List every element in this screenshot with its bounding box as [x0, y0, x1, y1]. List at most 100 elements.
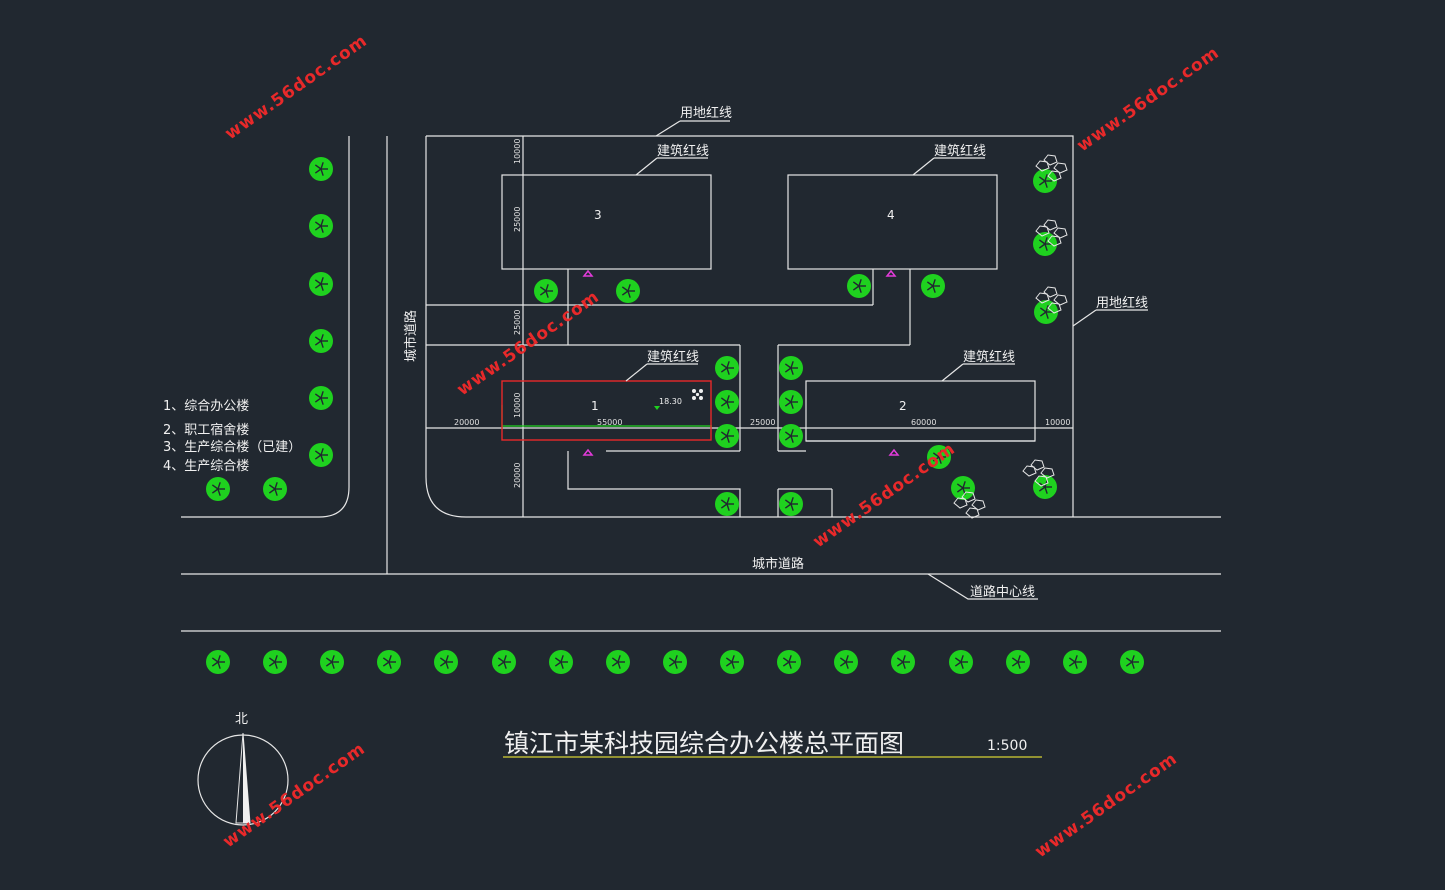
- tree-icon: [1006, 650, 1030, 674]
- tree-icon: [206, 477, 230, 501]
- dimension-texts: 10000 25000 25000 10000 20000 20000 5500…: [454, 139, 1070, 488]
- svg-text:25000: 25000: [513, 310, 522, 335]
- tree-icon: [377, 650, 401, 674]
- svg-text:建筑红线: 建筑红线: [934, 143, 986, 159]
- rock-shrubs: [953, 154, 1068, 519]
- svg-text:建筑红线: 建筑红线: [657, 143, 709, 159]
- svg-text:用地红线: 用地红线: [680, 105, 732, 121]
- legend-item-2: 2、职工宿舍楼: [163, 422, 249, 438]
- tree-icon: [309, 443, 333, 467]
- drawing-title: 镇江市某科技园综合办公楼总平面图: [504, 729, 904, 758]
- svg-text:25000: 25000: [513, 207, 522, 232]
- north-arrow-icon: 北: [197, 712, 289, 826]
- legend-item-3: 3、生产综合楼（已建）: [163, 440, 301, 455]
- tree-icon: [309, 329, 333, 353]
- trees: [206, 157, 1144, 674]
- tree-icon: [921, 274, 945, 298]
- tree-icon: [1033, 169, 1057, 193]
- tree-icon: [779, 424, 803, 448]
- legend-item-1: 1、综合办公楼: [163, 399, 249, 414]
- building-2-label: 2: [899, 399, 907, 413]
- tree-icon: [492, 650, 516, 674]
- svg-text:10000: 10000: [1045, 418, 1070, 427]
- watermark-text: www.56doc.com: [453, 287, 603, 400]
- rock-icon: [953, 491, 986, 519]
- tree-icon: [1120, 650, 1144, 674]
- tree-icon: [434, 650, 458, 674]
- road-lines: [181, 136, 1221, 632]
- building-red-line-label-2: 建筑红线: [941, 349, 1015, 382]
- tree-icon: [779, 390, 803, 414]
- tree-icon: [949, 650, 973, 674]
- svg-text:建筑红线: 建筑红线: [963, 349, 1015, 365]
- tree-icon: [663, 650, 687, 674]
- svg-text:建筑红线: 建筑红线: [647, 349, 699, 365]
- tree-icon: [320, 650, 344, 674]
- building-red-line-label-4: 建筑红线: [912, 143, 986, 176]
- tree-icon: [263, 477, 287, 501]
- tree-icon: [715, 356, 739, 380]
- tree-icon: [1033, 232, 1057, 256]
- north-label: 北: [235, 712, 248, 727]
- svg-text:20000: 20000: [454, 418, 479, 427]
- elevation-marker: [654, 406, 660, 410]
- tree-icon: [777, 650, 801, 674]
- road-center-line-label: 道路中心线: [970, 584, 1035, 600]
- svg-text:20000: 20000: [513, 463, 522, 488]
- rock-icon: [1035, 219, 1068, 247]
- building-4-label: 4: [887, 208, 895, 222]
- tree-icon: [1034, 300, 1058, 324]
- legend-item-4: 4、生产综合楼: [163, 459, 249, 474]
- tree-icon: [715, 390, 739, 414]
- watermark-text: www.56doc.com: [1073, 43, 1223, 156]
- tree-icon: [779, 356, 803, 380]
- entrance-markers: [582, 269, 900, 456]
- tree-icon: [1033, 475, 1057, 499]
- svg-text:25000: 25000: [750, 418, 775, 427]
- tree-icon: [847, 274, 871, 298]
- tree-icon: [779, 492, 803, 516]
- site-boundary: [425, 135, 1221, 518]
- tree-icon: [206, 650, 230, 674]
- svg-text:10000: 10000: [513, 139, 522, 164]
- tree-icon: [927, 445, 951, 469]
- elevation-label: 18.30: [659, 397, 682, 406]
- tree-icon: [534, 279, 558, 303]
- tree-icon: [720, 650, 744, 674]
- tree-icon: [715, 424, 739, 448]
- site-red-line-label-right: 用地红线: [1072, 295, 1148, 327]
- watermark-text: www.56doc.com: [219, 739, 369, 852]
- svg-text:55000: 55000: [597, 418, 622, 427]
- city-road-label-horizontal: 城市道路: [752, 556, 804, 572]
- rock-icon: [1035, 154, 1068, 182]
- tree-icon: [263, 650, 287, 674]
- tree-icon: [309, 272, 333, 296]
- rock-icon: [1035, 286, 1068, 314]
- tree-icon: [616, 279, 640, 303]
- tree-icon: [549, 650, 573, 674]
- svg-text:60000: 60000: [911, 418, 936, 427]
- watermark-text: www.56doc.com: [221, 31, 371, 144]
- tree-icon: [834, 650, 858, 674]
- drawing-scale: 1:500: [987, 738, 1027, 754]
- tree-icon: [1063, 650, 1087, 674]
- tree-icon: [309, 386, 333, 410]
- building-3: 3: [501, 174, 712, 270]
- building-3-label: 3: [594, 208, 602, 222]
- tree-icon: [309, 214, 333, 238]
- tree-icon: [309, 157, 333, 181]
- city-road-label-vertical: 城市道路: [403, 310, 419, 362]
- entrance-icon: [692, 389, 703, 400]
- building-1: 1 18.30: [501, 380, 712, 441]
- svg-text:10000: 10000: [513, 393, 522, 418]
- tree-icon: [715, 492, 739, 516]
- svg-text:用地红线: 用地红线: [1096, 295, 1148, 311]
- legend: 1、综合办公楼 2、职工宿舍楼 3、生产综合楼（已建） 4、生产综合楼: [163, 399, 301, 474]
- building-red-line-label-1: 建筑红线: [625, 349, 699, 382]
- building-red-line-label-3: 建筑红线: [635, 143, 709, 176]
- tree-icon: [606, 650, 630, 674]
- building-2: 2: [805, 380, 1036, 442]
- tree-icon: [891, 650, 915, 674]
